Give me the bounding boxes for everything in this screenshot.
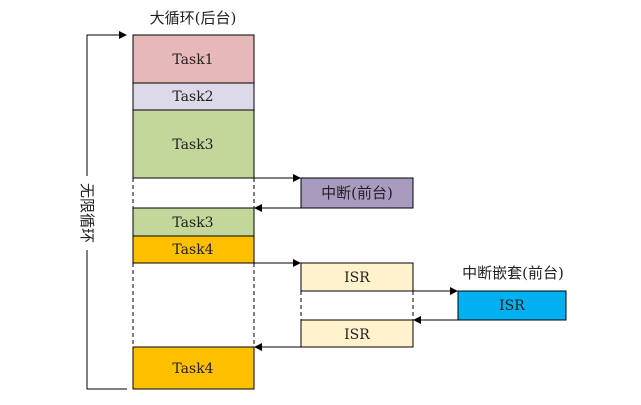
main-loop-title: 大循环(后台): [150, 9, 237, 27]
interrupt-label: 中断(前台): [321, 184, 393, 202]
task3-block: [132, 109, 255, 179]
task3-resume-label: Task3: [172, 215, 213, 231]
nested-interrupt-label: 中断嵌套(前台): [462, 264, 564, 282]
task3-resume-block: [132, 207, 255, 237]
isr-block: [300, 262, 414, 292]
nested-isr-block: [457, 290, 567, 321]
task2-label: Task2: [172, 89, 213, 105]
task4-resume-block: [132, 346, 255, 390]
isr-resume-block: [300, 319, 414, 348]
infinite-loop-label: 无限循环: [78, 183, 96, 243]
isr-resume-label: ISR: [344, 327, 370, 343]
task1-block: [132, 34, 255, 84]
task4-label: Task4: [172, 242, 213, 258]
interrupt-block: [300, 177, 414, 209]
task4-block: [132, 235, 255, 264]
task1-label: Task1: [172, 52, 213, 68]
infinite-loop-bracket: 无限循环: [78, 31, 127, 390]
isr-label: ISR: [344, 270, 370, 286]
task4-resume-label: Task4: [172, 361, 213, 377]
nested-isr-label: ISR: [499, 298, 525, 314]
task3-label: Task3: [172, 137, 213, 153]
